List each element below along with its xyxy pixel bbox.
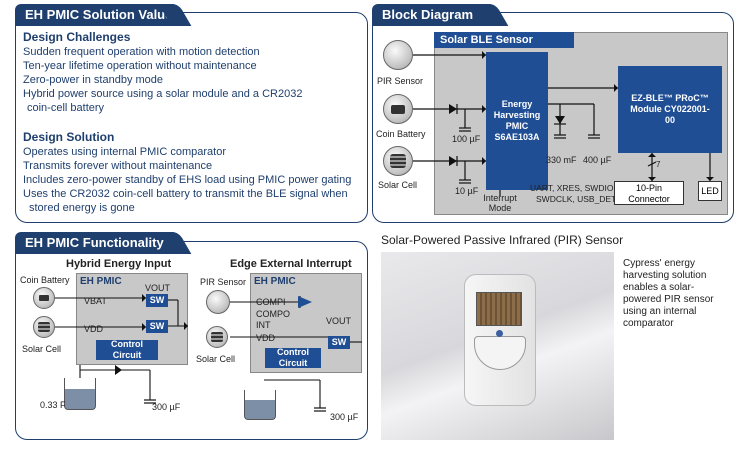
ten-pin-connector: 10-Pin Connector <box>614 181 684 205</box>
cap-300uf-left-label: 300 µF <box>152 402 181 412</box>
ble-module-label: EZ-BLE™ PRoC™ Module CY022001-00 <box>630 93 710 125</box>
supercap-icon-2 <box>244 390 276 420</box>
ble-module-block: EZ-BLE™ PRoC™ Module CY022001-00 <box>618 66 722 153</box>
list-item: Includes zero-power standby of EHS load … <box>23 174 352 186</box>
solar-cell-icon <box>383 146 413 176</box>
func-coin-battery-label: Coin Battery <box>20 275 70 285</box>
func-solar-cell-label-2: Solar Cell <box>196 354 236 364</box>
led-box: LED <box>698 181 722 201</box>
hybrid-sw-top-label: SW <box>149 295 165 305</box>
list-item: Transmits forever without maintenance <box>23 160 213 172</box>
pir-status-led-icon <box>496 330 503 337</box>
functionality-title: EH PMIC Functionality <box>15 232 175 254</box>
edge-vout-label: VOUT <box>326 316 352 326</box>
func-pir-sensor-icon <box>206 290 230 314</box>
coin-battery-icon <box>383 94 413 124</box>
list-item: Sudden frequent operation with motion de… <box>23 46 260 58</box>
list-item: Uses the CR2032 coin-cell battery to tra… <box>23 188 348 200</box>
list-item: coin-cell battery <box>27 102 105 114</box>
photo-caption: Cypress' energy harvesting solution enab… <box>623 258 714 329</box>
photo-section-title: Solar-Powered Passive Infrared (PIR) Sen… <box>381 233 624 247</box>
edge-sw: SW <box>328 336 350 349</box>
edge-vdd-label: VDD <box>256 333 276 343</box>
hybrid-control-circuit-label: Control Circuit <box>111 339 143 360</box>
pir-sensor-label: PIR Sensor <box>377 76 424 86</box>
cap-400uf-label: 400 µF <box>583 155 612 165</box>
solar-ble-sensor-title: Solar BLE Sensor <box>434 32 574 48</box>
edge-pmic-label: EH PMIC <box>254 276 296 287</box>
hybrid-vout-label: VOUT <box>145 283 171 293</box>
edge-sw-label: SW <box>331 337 347 347</box>
edge-control-circuit-label: Control Circuit <box>277 347 309 368</box>
list-item: Operates using internal PMIC comparator <box>23 146 226 158</box>
solution-value-title: EH PMIC Solution Value <box>15 4 175 26</box>
hybrid-sw-top: SW <box>146 294 168 307</box>
func-pir-sensor-label: PIR Sensor <box>200 277 247 287</box>
hybrid-pmic-label: EH PMIC <box>80 276 122 287</box>
cap-10uf-label: 10 µF <box>455 186 479 196</box>
edge-control-circuit: Control Circuit <box>265 347 321 368</box>
func-solar-cell-icon <box>33 316 55 338</box>
list-item: Ten-year lifetime operation without main… <box>23 60 257 72</box>
solution-value-panel <box>15 12 368 223</box>
pir-sensor-icon <box>383 40 413 70</box>
hybrid-sw-bottom: SW <box>146 320 168 333</box>
bus-label-line2: SWDCLK, USB_DET <box>536 194 617 204</box>
hybrid-sw-bottom-label: SW <box>149 321 165 331</box>
hybrid-vbat-label: VBAT <box>84 296 107 306</box>
bus-width-label: 7 <box>656 160 661 169</box>
cap-330mf-label: 330 mF <box>546 155 577 165</box>
func-solar-cell-label: Solar Cell <box>22 344 62 354</box>
pir-sensor-photo <box>381 252 614 440</box>
func-coin-battery-icon <box>33 287 55 309</box>
solar-panel-window <box>476 292 522 326</box>
design-solution-heading: Design Solution <box>23 130 115 144</box>
supercap-icon <box>64 378 96 410</box>
hybrid-control-circuit: Control Circuit <box>96 339 158 360</box>
hybrid-energy-title: Hybrid Energy Input <box>66 258 172 270</box>
hybrid-vdd-label: VDD <box>84 324 104 334</box>
interrupt-mode-label: Interrupt Mode <box>483 193 517 213</box>
edge-compo-label: COMPO <box>256 309 291 319</box>
coin-battery-label: Coin Battery <box>376 129 426 139</box>
pmic-block: Energy Harvesting PMIC S6AE103A <box>486 52 548 190</box>
func-solar-cell-icon-2 <box>206 326 228 348</box>
solar-cell-label: Solar Cell <box>378 180 418 190</box>
bus-label-line1: UART, XRES, SWDIO, <box>530 183 616 193</box>
list-item: Hybrid power source using a solar module… <box>23 88 303 100</box>
design-challenges-list: Sudden frequent operation with motion de… <box>23 45 302 115</box>
block-diagram-title: Block Diagram <box>372 4 492 26</box>
cap-300uf-right-label: 300 µF <box>330 412 359 422</box>
cap-033f-label: 0.33 F <box>40 400 66 410</box>
ten-pin-connector-label: 10-Pin Connector <box>628 183 670 204</box>
cap-100uf-label: 100 µF <box>452 134 481 144</box>
pmic-block-label: Energy Harvesting PMIC S6AE103A <box>493 99 541 142</box>
edge-int-label: INT <box>256 320 271 330</box>
edge-interrupt-title: Edge External Interrupt <box>230 258 352 270</box>
list-item: Zero-power in standby mode <box>23 74 164 86</box>
design-challenges-heading: Design Challenges <box>23 30 131 44</box>
design-solution-list: Operates using internal PMIC comparator … <box>23 145 351 215</box>
list-item: stored energy is gone <box>29 202 135 214</box>
led-label: LED <box>701 186 719 196</box>
